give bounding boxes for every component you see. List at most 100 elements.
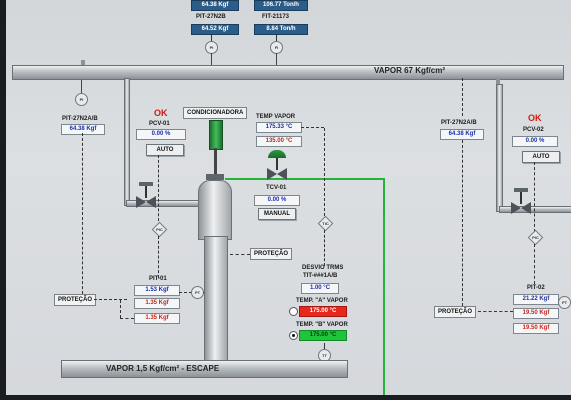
top-value-c: 64.52 Kgf — [191, 24, 239, 35]
right-riser-pipe — [496, 84, 503, 212]
right-valve-actuator — [514, 188, 528, 192]
left-pic-dash-2 — [158, 236, 159, 278]
left-pit01-tag: PIT-01 — [149, 276, 167, 282]
desvio-title: DESVIO TRMS — [302, 265, 344, 271]
top-value-b: 106.77 Ton/h — [254, 0, 308, 11]
right-pit-value: 64.38 Kgf — [440, 129, 484, 140]
tic-diamond[interactable]: TIC — [317, 215, 334, 232]
right-protecao-dash-h — [478, 311, 513, 312]
left-pt-circle[interactable]: PT — [191, 286, 204, 299]
right-pit02-value-3: 19.50 Kgf — [513, 323, 559, 334]
right-pt-circle[interactable]: PT — [558, 296, 571, 309]
tcv-actuator — [268, 150, 286, 158]
desuperheater-vessel — [198, 180, 232, 240]
right-protecao-tag[interactable]: PROTEÇÃO — [434, 306, 477, 318]
right-control-valve-icon[interactable] — [511, 202, 531, 214]
tcv-tag: TCV-01 — [266, 185, 287, 191]
left-valve-actuator — [139, 182, 153, 186]
temp-vapor-tag: TEMP VAPOR — [256, 114, 296, 120]
tcv-value[interactable]: 0.00 % — [254, 195, 300, 206]
tic-dash-2 — [324, 230, 325, 266]
right-ok-status: OK — [528, 113, 542, 123]
right-pit02-tag: PIT-02 — [527, 285, 545, 291]
right-pit-tag: PIT-27N2A/B — [441, 120, 477, 126]
right-pit02-value-1: 21.22 Kgf — [513, 294, 559, 305]
left-pic-label: PIC — [156, 227, 163, 232]
left-protecao-dash-3 — [120, 300, 121, 318]
left-pcv-tag: PCV-01 — [149, 121, 170, 127]
right-protecao-dash-v — [462, 140, 463, 306]
left-protecao-dash-2 — [120, 318, 134, 319]
tcv-manual-button[interactable]: MANUAL — [258, 208, 296, 220]
left-pic-diamond[interactable]: PIC — [151, 221, 168, 238]
tic-label: TIC — [322, 221, 329, 226]
temp-vapor-value-2: 135.00 °C — [256, 136, 302, 147]
process-screen: 64.38 Kgf 106.77 Ton/h PIT-27N2B FIT-211… — [6, 0, 571, 395]
left-pit-value: 64.38 Kgf — [61, 124, 105, 135]
top-stem-2 — [276, 53, 277, 65]
header-tap-1 — [81, 60, 85, 65]
top-tag-fit: FIT-21173 — [262, 14, 290, 20]
tt-circle[interactable]: TT — [318, 349, 331, 362]
temp-b-radio[interactable] — [289, 331, 298, 340]
left-protecao-dash-h — [94, 299, 127, 300]
escape-pipe-vapor-1-5 — [61, 360, 348, 378]
left-pt-dash — [179, 292, 192, 293]
water-injection-line-v — [383, 178, 385, 395]
header-pipe-label: VAPOR 67 Kgf/cm² — [374, 66, 445, 75]
desvio-value: 1.00 °C — [301, 283, 339, 294]
temp-vapor-value-1: 175.33 °C — [256, 122, 302, 133]
temp-a-radio[interactable] — [289, 307, 298, 316]
escape-pipe-label: VAPOR 1,5 Kgf/cm² - ESCAPE — [106, 364, 220, 373]
right-pic-label: PIC — [532, 235, 539, 240]
top-value-d: 8.84 Ton/h — [254, 24, 308, 35]
center-protecao-dash — [230, 254, 250, 255]
left-pit-tag: PIT-27N2A/B — [62, 116, 98, 122]
left-auto-button[interactable]: AUTO — [146, 144, 184, 156]
center-protecao-tag[interactable]: PROTEÇÃO — [250, 248, 293, 260]
desuperheater-outlet — [204, 236, 228, 364]
right-auto-button[interactable]: AUTO — [522, 151, 560, 163]
right-feed-pipe — [499, 206, 571, 213]
top-dash-2 — [276, 35, 277, 41]
top-value-a: 64.38 Kgf — [191, 0, 239, 11]
condicionadora-flange — [206, 174, 224, 180]
header-pipe-vapor-67 — [12, 65, 564, 80]
right-pcv-tag: PCV-02 — [523, 127, 544, 133]
top-stem-1 — [211, 53, 212, 65]
condicionadora-actuator — [209, 120, 223, 150]
temp-b-value: 175.00 °C — [299, 330, 347, 341]
tt-dash — [324, 343, 325, 349]
top-tag-pit: PIT-27N2B — [196, 14, 226, 20]
left-pi-circle[interactable]: PI — [75, 93, 88, 106]
left-protecao-tag[interactable]: PROTEÇÃO — [54, 294, 97, 306]
desvio-tag: TIT-###1A/B — [303, 273, 338, 279]
left-pcv-value[interactable]: 0.00 % — [136, 129, 186, 140]
left-ok-status: OK — [154, 108, 168, 118]
tcv-valve-icon[interactable] — [267, 168, 287, 180]
water-injection-line-h — [225, 178, 385, 180]
right-valve-stem — [520, 192, 522, 204]
header-tap-2 — [496, 78, 500, 84]
left-pi-stem — [81, 80, 82, 93]
left-control-valve-icon[interactable] — [136, 196, 156, 208]
temp-a-label: TEMP. "A" VAPOR — [296, 298, 348, 304]
left-valve-stem — [145, 186, 147, 198]
left-pit01-value-2: 1.35 Kgf — [134, 298, 180, 309]
condicionadora-stem — [214, 148, 217, 174]
right-pic-dash — [534, 162, 535, 232]
right-pcv-value[interactable]: 0.00 % — [512, 136, 558, 147]
left-pit01-value-3: 1.35 Kgf — [134, 313, 180, 324]
right-pit02-value-2: 19.50 Kgf — [513, 308, 559, 319]
left-pit01-value-1: 1.53 Kgf — [134, 285, 180, 296]
condicionadora-tag: CONDICIONADORA — [183, 107, 248, 119]
right-pit-dash — [462, 78, 463, 116]
tcv-stem — [276, 158, 278, 170]
top-dash-1 — [211, 35, 212, 41]
tic-dash-h — [301, 127, 324, 128]
left-pic-dash — [158, 155, 159, 226]
tic-dash — [324, 128, 325, 216]
left-riser-pipe — [124, 78, 130, 206]
right-pic-diamond[interactable]: PIC — [527, 229, 544, 246]
